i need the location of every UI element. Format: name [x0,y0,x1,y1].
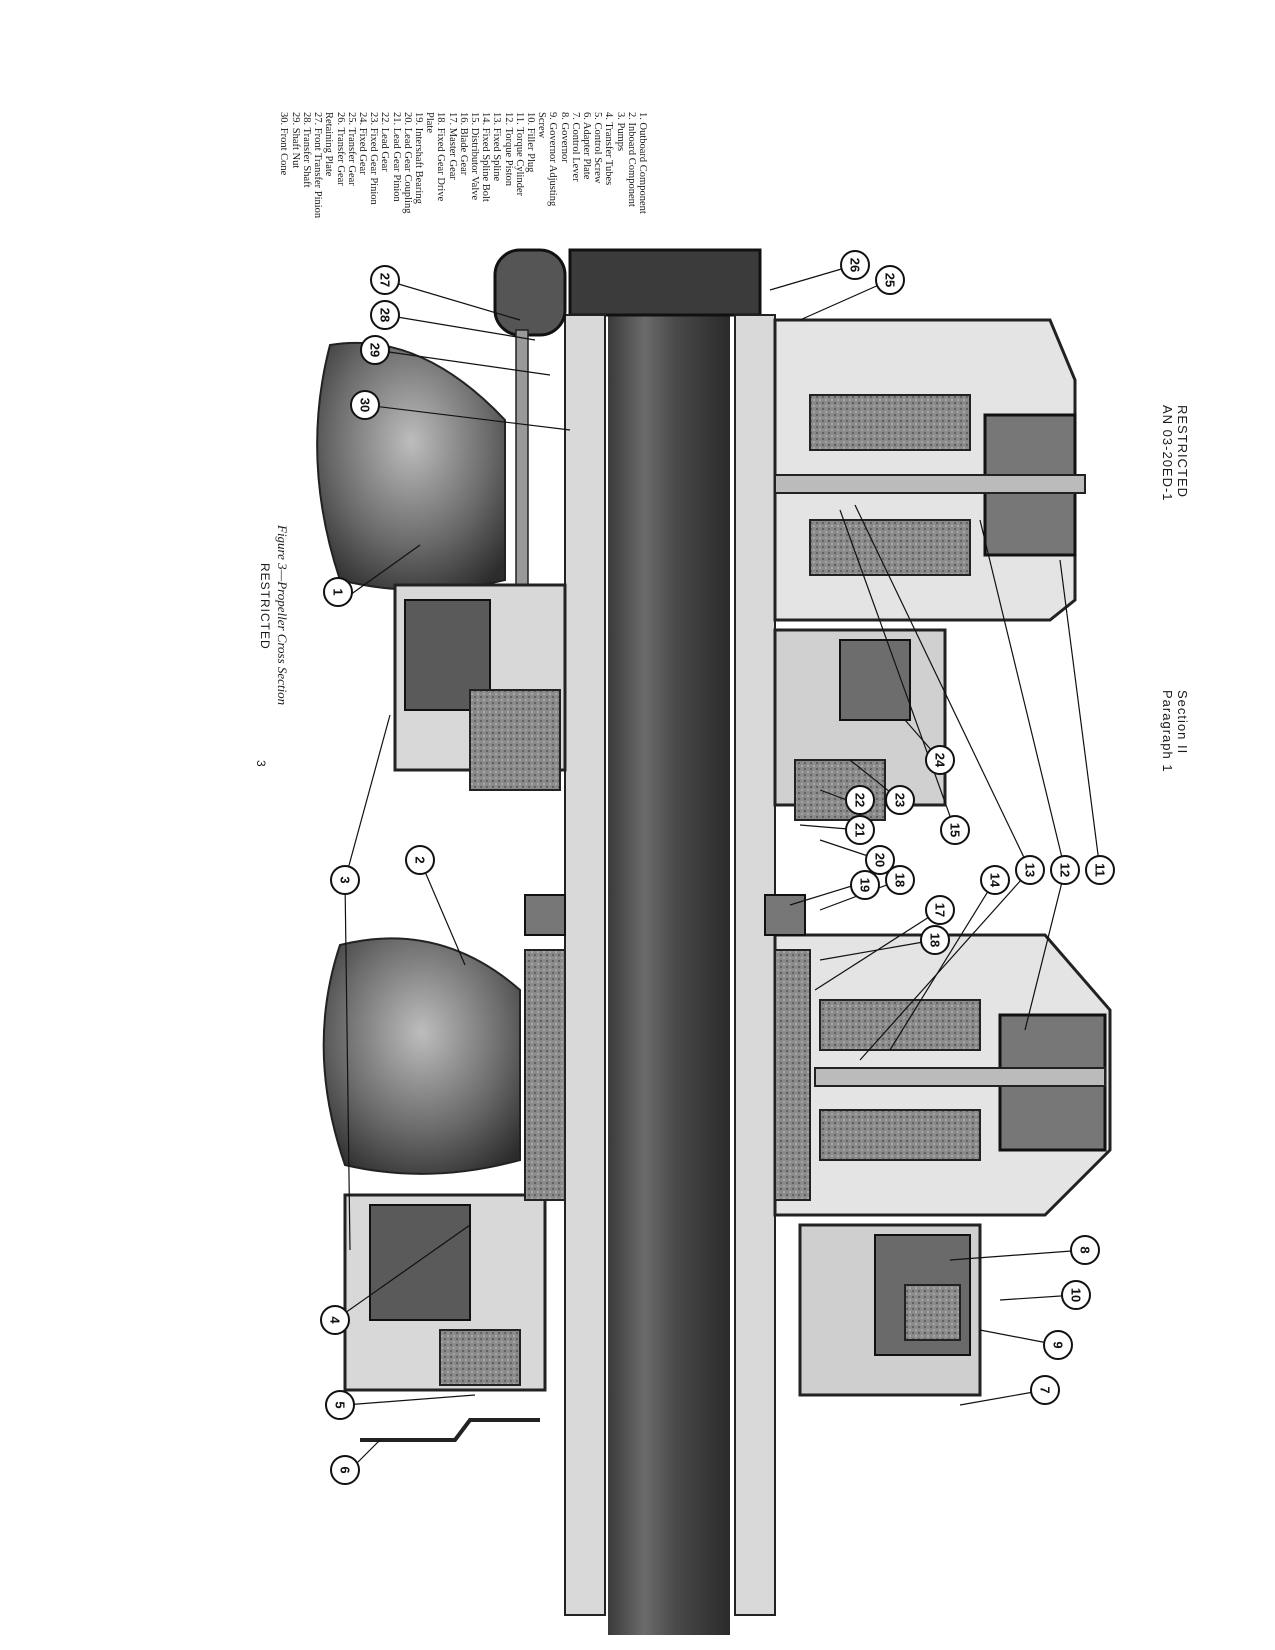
callout-30: 30 [350,390,380,420]
front-cap [568,248,762,317]
callout-15: 15 [940,815,970,845]
svg-text:9: 9 [1051,1341,1066,1348]
callout-3: 3 [330,865,360,895]
svg-text:5: 5 [333,1401,348,1408]
svg-text:14: 14 [988,873,1003,888]
callout-26: 26 [840,250,870,280]
distributor-block [839,639,911,721]
blade-outboard-shank [316,341,506,591]
gear-block-upper-2 [809,519,971,576]
svg-text:2: 2 [413,856,428,863]
svg-text:19: 19 [858,878,873,892]
svg-text:13: 13 [1023,863,1038,877]
svg-text:18: 18 [893,873,908,887]
central-shaft [608,250,730,1635]
svg-text:17: 17 [933,903,948,917]
svg-text:8: 8 [1078,1246,1093,1253]
svg-text:1: 1 [331,588,346,595]
callout-8: 8 [1070,1235,1100,1265]
callout-17: 17 [925,895,955,925]
svg-text:12: 12 [1058,863,1073,877]
svg-text:20: 20 [873,853,888,867]
svg-text:29: 29 [368,343,383,357]
svg-text:30: 30 [358,398,373,412]
svg-text:23: 23 [893,793,908,807]
svg-text:4: 4 [328,1316,343,1324]
svg-text:11: 11 [1093,863,1108,877]
svg-text:22: 22 [853,793,868,807]
callout-2: 2 [405,845,435,875]
svg-text:6: 6 [338,1466,353,1473]
gear-block-lower [819,999,981,1051]
svg-text:3: 3 [338,876,353,883]
callout-29: 29 [360,335,390,365]
callout-13: 13 [1015,855,1045,885]
rear-cone-left [524,949,566,1201]
callout-27: 27 [370,265,400,295]
callout-7: 7 [1030,1375,1060,1405]
rear-cone-right [774,949,811,1201]
callout-14: 14 [980,865,1010,895]
callout-1: 1 [323,577,353,607]
governor-spring [904,1284,961,1341]
svg-text:24: 24 [933,753,948,768]
callout-18-upper: 18 [885,865,915,895]
callout-22: 22 [845,785,875,815]
callout-4: 4 [320,1305,350,1335]
pump-block-lower [369,1204,471,1321]
svg-text:7: 7 [1038,1386,1053,1393]
svg-text:27: 27 [378,273,393,287]
callout-21: 21 [845,815,875,845]
callout-20: 20 [865,845,895,875]
hub-sleeve-right [734,314,776,1616]
svg-text:25: 25 [883,273,898,287]
svg-text:18: 18 [928,933,943,947]
svg-text:10: 10 [1069,1288,1084,1302]
callout-18-lower: 18 [920,925,950,955]
callout-6: 6 [330,1455,360,1485]
hub-sleeve-left [564,314,606,1616]
control-screw-block [439,1329,521,1386]
piston-rod-upper [774,474,1086,494]
blade-inboard-shank [322,937,521,1175]
callout-11: 11 [1085,855,1115,885]
piston-rod-lower [814,1067,1106,1087]
callout-19: 19 [850,870,880,900]
gear-train-left [469,689,561,791]
front-transfer-housing [493,248,567,337]
callout-12: 12 [1050,855,1080,885]
svg-text:28: 28 [378,308,393,322]
callout-9: 9 [1043,1330,1073,1360]
callout-25: 25 [875,265,905,295]
svg-text:21: 21 [853,823,868,837]
gear-stack-right [794,759,886,821]
gear-block-lower-2 [819,1109,981,1161]
svg-text:15: 15 [948,823,963,837]
callout-10: 10 [1061,1280,1091,1310]
adapter-plate [360,1418,540,1442]
intershaft-bearing-left [524,894,566,936]
callout-23: 23 [885,785,915,815]
intershaft-bearing-right [764,894,806,936]
svg-text:26: 26 [848,258,863,272]
callout-24: 24 [925,745,955,775]
gear-block-upper [809,394,971,451]
leader-lines [334,264,1101,1471]
callout-28: 28 [370,300,400,330]
callout-5: 5 [325,1390,355,1420]
